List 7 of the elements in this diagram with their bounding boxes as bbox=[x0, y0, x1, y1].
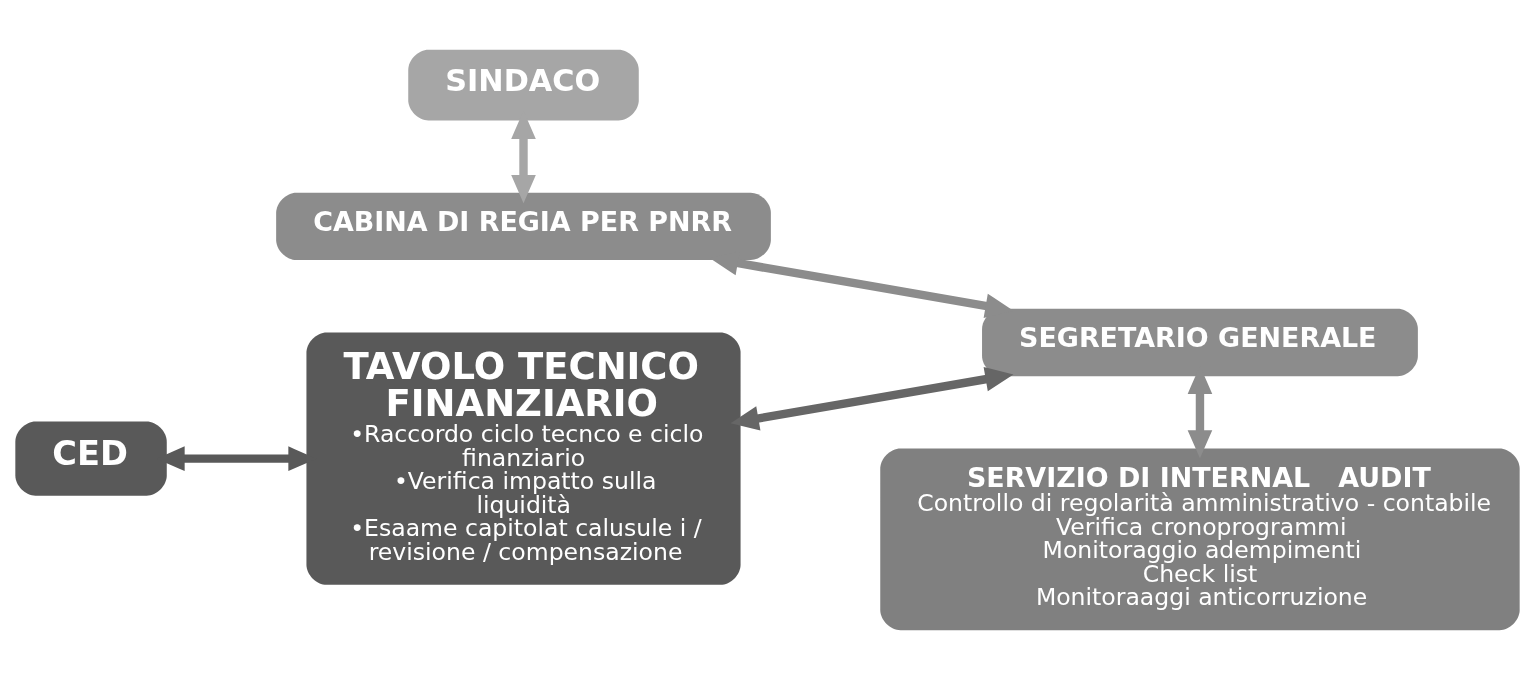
node-box: CABINA DI REGIA PER PNRR bbox=[276, 192, 771, 260]
node-box: CED bbox=[15, 421, 167, 496]
node-box: TAVOLO TECNICO FINANZIARIO •Raccordo ciclo tecnco e ciclo finanziario •Verifica impatto sulla liquidità •Esaame capitolat calusule i / revisione / compensazione bbox=[306, 331, 741, 585]
node-box: SEGRETARIO GENERALE bbox=[982, 308, 1418, 376]
node-box: SERVIZIO DI INTERNAL AUDIT Controllo di regolarità amministrativo - contabile Verifica cronoprogrammi Monitoraggio adempimenti Check list Monitoraaggi anticorruzione bbox=[880, 448, 1520, 630]
arrow bbox=[730, 366, 1014, 431]
node-box: SINDACO bbox=[408, 49, 639, 120]
